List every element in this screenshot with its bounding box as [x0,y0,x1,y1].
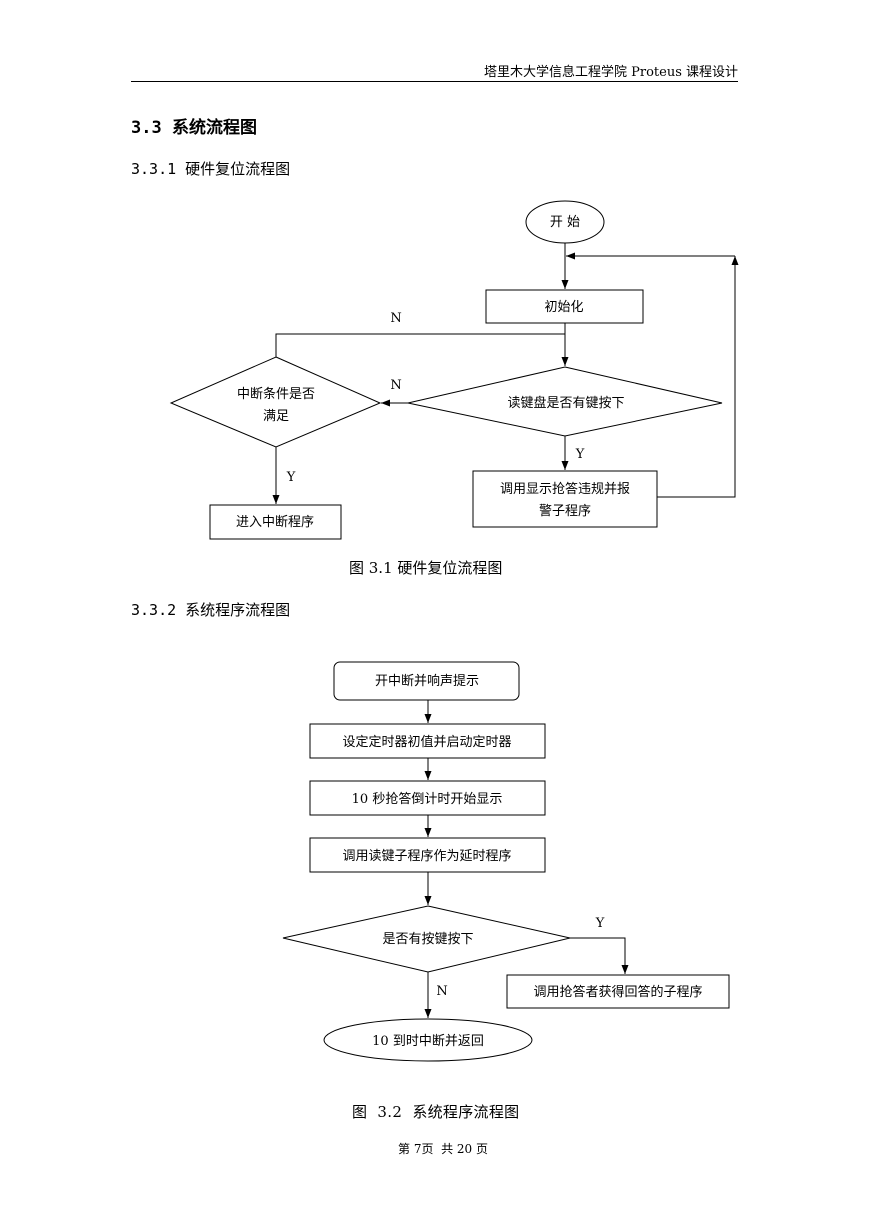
label-y-mid: Y [575,447,585,462]
call-display-box [472,470,658,528]
page-header: 塔里木大学信息工程学院 Proteus 课程设计 [483,65,738,80]
figure1-flowchart [169,200,739,540]
figure2-flowchart [282,661,730,1062]
enter-interrupt-label: 进入中断程序 [236,515,314,530]
read-key-label: 读键盘是否有键按下 [507,395,624,411]
section-title: 3.3 系统流程图 [131,118,257,138]
call-display-label-1: 调用显示抢答违规并报 [500,481,630,497]
interrupt-cond-label-1: 中断条件是否 [237,386,315,402]
timeout-label: 10 到时中断并返回 [372,1034,484,1049]
key-pressed-label: 是否有按键按下 [382,932,473,947]
label-y-left: Y [286,470,296,485]
figure2-caption: 图 3.2 系统程序流程图 [352,1103,520,1121]
countdown-box [309,780,546,816]
interrupt-cond-label-2: 满足 [263,409,289,424]
interrupt-condition-diamond [169,356,382,448]
open-interrupt-box [333,661,520,701]
open-interrupt-label: 开中断并响声提示 [375,673,479,689]
enter-interrupt-box [209,504,342,540]
countdown-label: 10 秒抢答倒计时开始显示 [352,791,503,807]
figure1-caption: 图 3.1 硬件复位流程图 [349,559,503,577]
label-n: N [436,984,447,999]
figure1-text: 开 始 初始化 读键盘是否有键按下 中断条件是否 满足 调用显示抢答违规并报 警… [236,215,630,530]
set-timer-label: 设定定时器初值并启动定时器 [342,734,511,750]
call-display-label-2: 警子程序 [539,503,591,519]
timeout-node [323,1018,533,1062]
call-read-key-box [309,837,546,873]
call-read-key-label: 调用读键子程序作为延时程序 [342,849,511,864]
label-y: Y [595,916,605,931]
start-label: 开 始 [550,215,580,230]
n-loop-line [275,333,565,357]
call-answer-box [506,974,730,1009]
figure1-subtitle: 3.3.1 硬件复位流程图 [131,160,291,178]
init-label: 初始化 [544,300,583,315]
label-n-top: N [390,311,401,326]
figure2-subtitle: 3.3.2 系统程序流程图 [131,601,291,619]
page-footer: 第 7页 共 20 页 [398,1142,488,1156]
set-timer-box [309,723,546,759]
call-answer-label: 调用抢答者获得回答的子程序 [533,984,702,1000]
figure2-text: 开中断并响声提示 设定定时器初值并启动定时器 10 秒抢答倒计时开始显示 调用读… [342,673,702,1049]
header-rule [131,81,738,82]
loop-back-line [657,256,739,498]
arrow-diamond-callanswer [570,937,629,974]
label-n-mid: N [390,378,401,393]
